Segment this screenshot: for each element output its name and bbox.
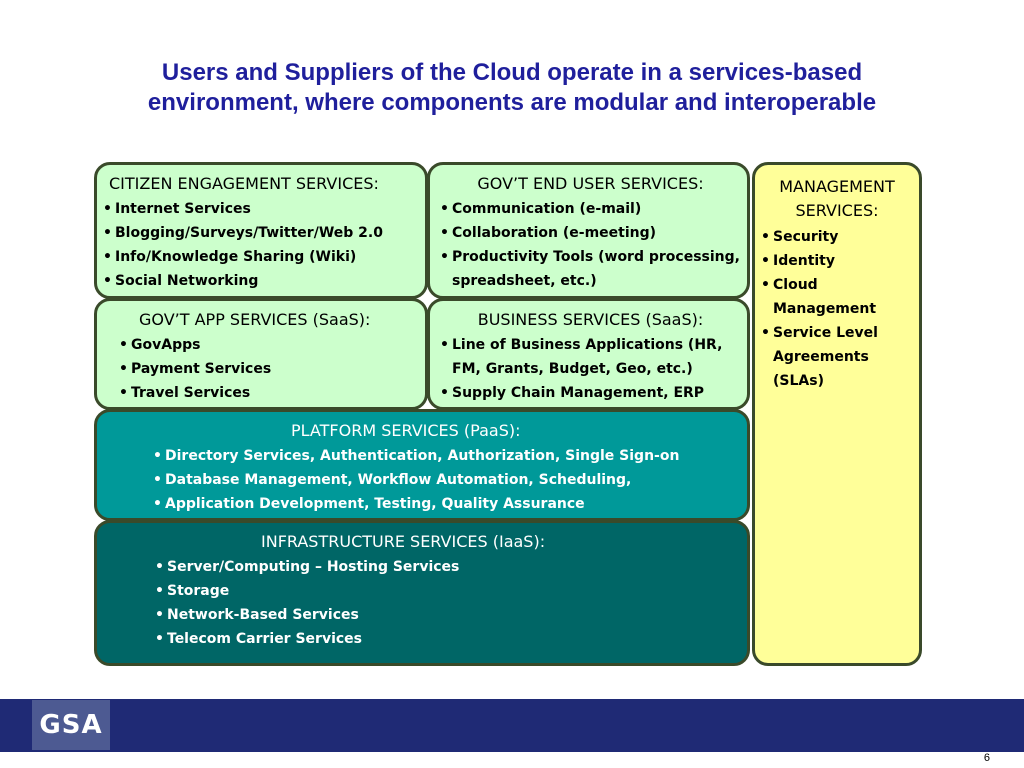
slide-title-line-2: environment, where components are modula… — [147, 89, 877, 116]
platform-services-box: PLATFORM SERVICES (PaaS): Directory Serv… — [94, 409, 750, 521]
box-title: PLATFORM SERVICES (PaaS): — [291, 421, 521, 440]
box-title: CITIZEN ENGAGEMENT SERVICES: — [109, 174, 379, 193]
list-item: Social Networking — [103, 269, 425, 293]
box-title: INFRASTRUCTURE SERVICES (IaaS): — [261, 532, 546, 551]
box-title: GOV’T APP SERVICES (SaaS): — [139, 310, 371, 329]
list-item: Telecom Carrier Services — [155, 627, 747, 651]
management-services-box: MANAGEMENT SERVICES: Security Identity C… — [752, 162, 922, 666]
slide-title-line-1: Users and Suppliers of the Cloud operate… — [161, 59, 863, 86]
service-list: Directory Services, Authentication, Auth… — [153, 444, 747, 516]
business-services-box: BUSINESS SERVICES (SaaS): Line of Busine… — [427, 298, 750, 410]
slide-title: Users and Suppliers of the Cloud operate… — [40, 58, 984, 118]
page-number: 6 — [983, 752, 990, 764]
list-item: Supply Chain Management, ERP — [440, 381, 741, 405]
gsa-logo: GSA — [32, 700, 110, 750]
service-list: Server/Computing – Hosting Services Stor… — [155, 555, 747, 651]
list-item: Communication (e-mail) — [440, 197, 741, 221]
list-item: Line of Business Applications (HR, FM, G… — [440, 333, 741, 381]
citizen-engagement-box: CITIZEN ENGAGEMENT SERVICES: Internet Se… — [94, 162, 428, 299]
box-title: GOV’T END USER SERVICES: — [477, 174, 704, 193]
list-item: Service Level Agreements (SLAs) — [761, 321, 915, 393]
box-title: MANAGEMENT SERVICES: — [779, 177, 895, 220]
list-item: Security — [761, 225, 915, 249]
service-list: GovApps Payment Services Travel Services — [119, 333, 425, 405]
list-item: Payment Services — [119, 357, 425, 381]
list-item: GovApps — [119, 333, 425, 357]
list-item: Storage — [155, 579, 747, 603]
list-item: Travel Services — [119, 381, 425, 405]
service-list: Communication (e-mail) Collaboration (e-… — [440, 197, 741, 293]
service-list: Internet Services Blogging/Surveys/Twitt… — [103, 197, 425, 293]
infrastructure-services-box: INFRASTRUCTURE SERVICES (IaaS): Server/C… — [94, 520, 750, 666]
govt-app-services-box: GOV’T APP SERVICES (SaaS): GovApps Payme… — [94, 298, 428, 410]
list-item: Identity — [761, 249, 915, 273]
list-item: Directory Services, Authentication, Auth… — [153, 444, 747, 468]
footer-bar — [0, 699, 1024, 752]
box-title: BUSINESS SERVICES (SaaS): — [477, 310, 704, 329]
service-list: Security Identity Cloud Management Servi… — [761, 225, 915, 393]
list-item: Server/Computing – Hosting Services — [155, 555, 747, 579]
govt-end-user-box: GOV’T END USER SERVICES: Communication (… — [427, 162, 750, 299]
service-list: Line of Business Applications (HR, FM, G… — [440, 333, 741, 405]
list-item: Collaboration (e-meeting) — [440, 221, 741, 245]
list-item: Blogging/Surveys/Twitter/Web 2.0 — [103, 221, 425, 245]
list-item: Application Development, Testing, Qualit… — [153, 492, 747, 516]
list-item: Network-Based Services — [155, 603, 747, 627]
list-item: Database Management, Workflow Automation… — [153, 468, 747, 492]
list-item: Internet Services — [103, 197, 425, 221]
list-item: Productivity Tools (word processing, spr… — [440, 245, 741, 293]
list-item: Cloud Management — [761, 273, 915, 321]
list-item: Info/Knowledge Sharing (Wiki) — [103, 245, 425, 269]
